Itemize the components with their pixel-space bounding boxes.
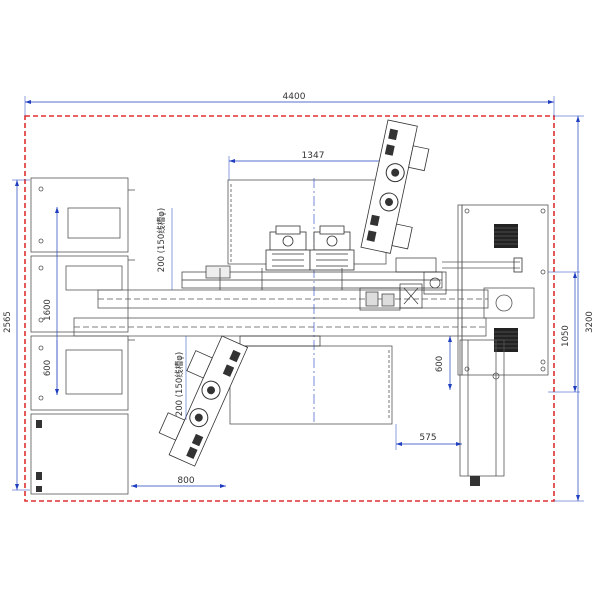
dim-label-right-height: 1050 [561, 325, 571, 347]
dim-label-right-low: 600 [435, 356, 445, 372]
mechanism-rail [181, 257, 447, 347]
dim-label-bottom-left: 800 [177, 476, 194, 486]
dim-right-width: 575 [395, 424, 462, 450]
dim-right-height: 1050 [548, 271, 580, 393]
right-lower-foot [470, 476, 480, 486]
dim-label-overall-height: 3200 [585, 311, 595, 333]
note-top-channel: 200 (150线槽φ) [156, 208, 167, 272]
dim-label-left-span: 1600 [43, 299, 53, 321]
dim-left-low: 600 [43, 340, 58, 395]
left-cabinet-hardware [36, 420, 42, 492]
feed-line-end [513, 257, 523, 273]
dim-label-left-height: 2565 [3, 311, 13, 333]
station-bottom [158, 335, 249, 467]
dim-label-right-width: 575 [419, 433, 436, 443]
cabinet-vent-top [494, 224, 518, 248]
station-top [360, 119, 430, 254]
dim-overall-width: 4400 [24, 92, 555, 116]
note-bottom-channel: 200 (150线槽φ) [174, 352, 185, 416]
dim-label-left-low: 600 [43, 360, 53, 376]
dim-overall-height: 3200 [554, 115, 595, 502]
dim-left-height: 2565 [3, 179, 30, 491]
floor-boundary [24, 115, 555, 502]
motor-unit-right [309, 225, 355, 271]
dim-label-overall-width: 4400 [283, 92, 306, 102]
dim-mid-width: 1347 [228, 151, 397, 180]
dim-bottom-left: 800 [131, 476, 226, 488]
motor-unit-left [265, 225, 311, 271]
dim-label-mid-width: 1347 [302, 151, 325, 161]
dim-right-low: 600 [435, 336, 452, 390]
right-lower-unit [459, 339, 505, 477]
main-conveyor [73, 289, 489, 337]
